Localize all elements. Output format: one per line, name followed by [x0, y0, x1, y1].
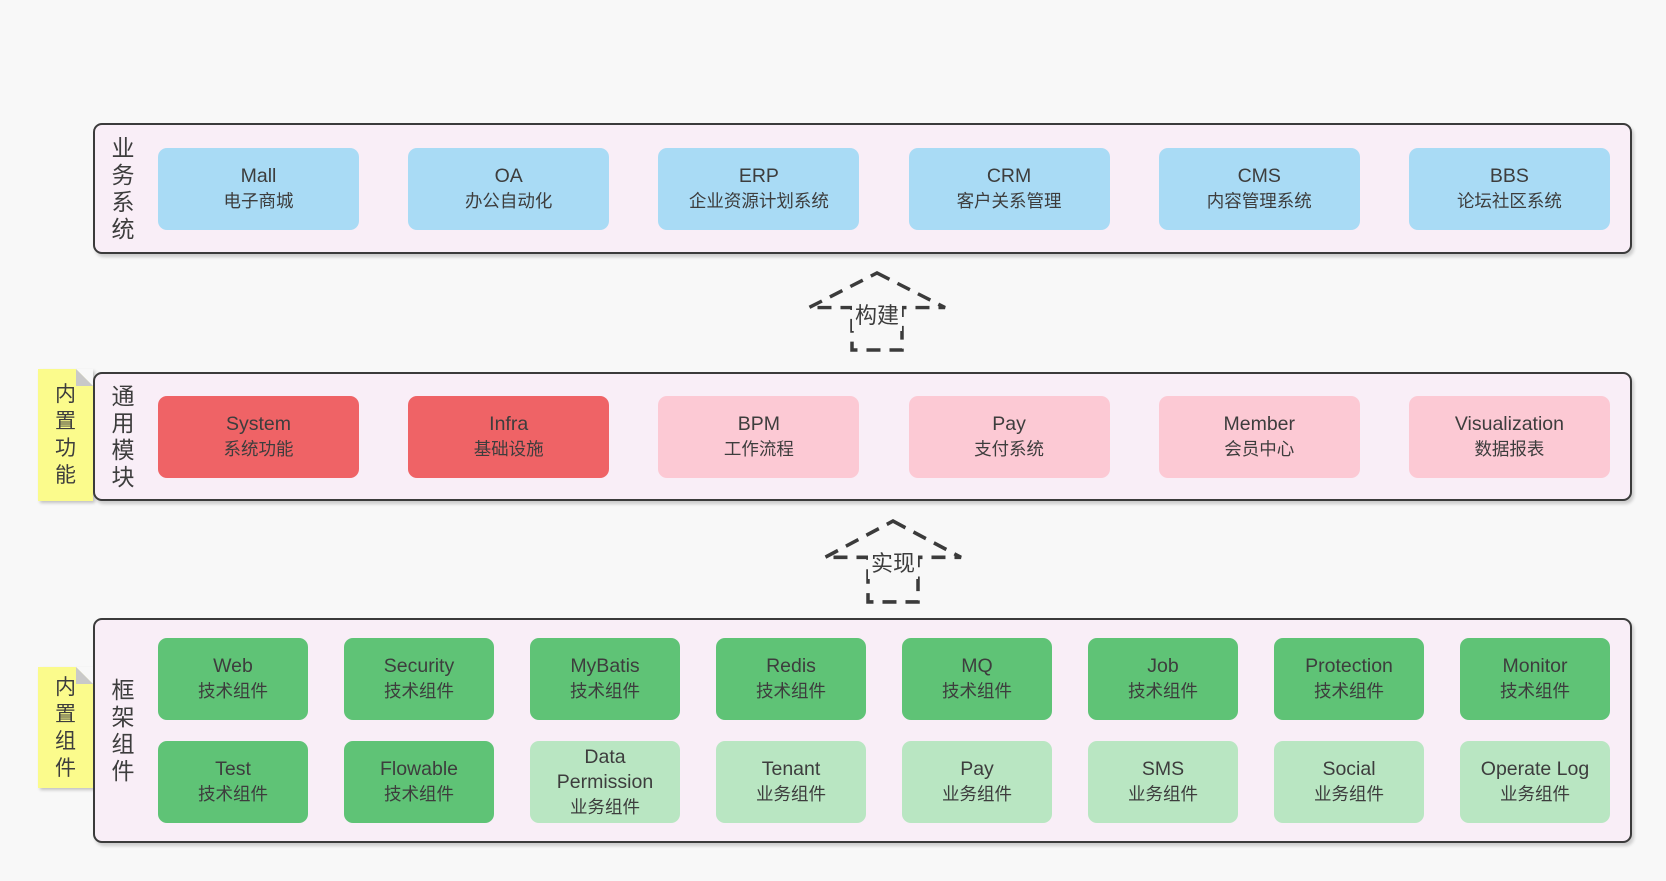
- box-operate-log: Operate Log 业务组件: [1460, 741, 1610, 823]
- box-pay: Pay 支付系统: [908, 395, 1110, 478]
- box-mq: MQ 技术组件: [902, 638, 1052, 720]
- box-bbs: BBS 论坛社区系统: [1408, 147, 1610, 230]
- box-protection: Protection 技术组件: [1274, 638, 1424, 720]
- sticky-note-builtin-features: 内置功能: [38, 369, 93, 501]
- components-grid: Web 技术组件 Security 技术组件 MyBatis 技术组件 Redi…: [138, 638, 1630, 823]
- box-system: System 系统功能: [158, 395, 359, 478]
- box-erp: ERP 企业资源计划系统: [658, 147, 860, 230]
- panel-framework-components: 框架组件 Web 技术组件 Security 技术组件 MyBatis 技术组件…: [93, 618, 1632, 843]
- box-data-permission: Data Permission 业务组件: [530, 741, 680, 823]
- box-sms: SMS 业务组件: [1088, 741, 1238, 823]
- box-infra: Infra 基础设施: [408, 395, 610, 478]
- sticky-note-builtin-components: 内置组件: [38, 667, 93, 788]
- box-tenant: Tenant 业务组件: [716, 741, 866, 823]
- sticky-note-label: 内置功能: [55, 383, 76, 487]
- panel-label-business-systems: 业务系统: [111, 134, 135, 242]
- box-redis: Redis 技术组件: [716, 638, 866, 720]
- box-mybatis: MyBatis 技术组件: [530, 638, 680, 720]
- box-job: Job 技术组件: [1088, 638, 1238, 720]
- business-boxes-row: Mall 电子商城 OA 办公自动化 ERP 企业资源计划系统 CRM 客户关系…: [138, 147, 1630, 230]
- box-web: Web 技术组件: [158, 638, 308, 720]
- panel-business-systems: 业务系统 Mall 电子商城 OA 办公自动化 ERP 企业资源计划系统 CRM…: [93, 123, 1632, 254]
- box-oa: OA 办公自动化: [408, 147, 610, 230]
- box-monitor: Monitor 技术组件: [1460, 638, 1610, 720]
- box-flowable: Flowable 技术组件: [344, 741, 494, 823]
- box-test: Test 技术组件: [158, 741, 308, 823]
- box-social: Social 业务组件: [1274, 741, 1424, 823]
- panel-label-framework-components: 框架组件: [111, 676, 135, 784]
- box-member: Member 会员中心: [1158, 395, 1360, 478]
- box-bpm: BPM 工作流程: [658, 395, 860, 478]
- components-row-1: Web 技术组件 Security 技术组件 MyBatis 技术组件 Redi…: [138, 638, 1630, 720]
- arrow-implement-label: 实现: [867, 545, 919, 579]
- arrow-build-label: 构建: [851, 297, 903, 331]
- components-row-2: Test 技术组件 Flowable 技术组件 Data Permission …: [138, 741, 1630, 823]
- modules-boxes-row: System 系统功能 Infra 基础设施 BPM 工作流程 Pay 支付系统…: [138, 395, 1630, 478]
- panel-common-modules: 通用模块 System 系统功能 Infra 基础设施 BPM 工作流程 Pay…: [93, 372, 1632, 501]
- box-cms: CMS 内容管理系统: [1158, 147, 1360, 230]
- arrow-implement: 实现: [823, 519, 963, 604]
- sticky-note-label: 内置组件: [55, 675, 76, 780]
- box-crm: CRM 客户关系管理: [908, 147, 1110, 230]
- box-visualization: Visualization 数据报表: [1408, 395, 1610, 478]
- box-pay-business: Pay 业务组件: [902, 741, 1052, 823]
- box-security: Security 技术组件: [344, 638, 494, 720]
- box-mall: Mall 电子商城: [158, 147, 359, 230]
- arrow-build: 构建: [807, 271, 947, 352]
- panel-label-common-modules: 通用模块: [111, 382, 135, 490]
